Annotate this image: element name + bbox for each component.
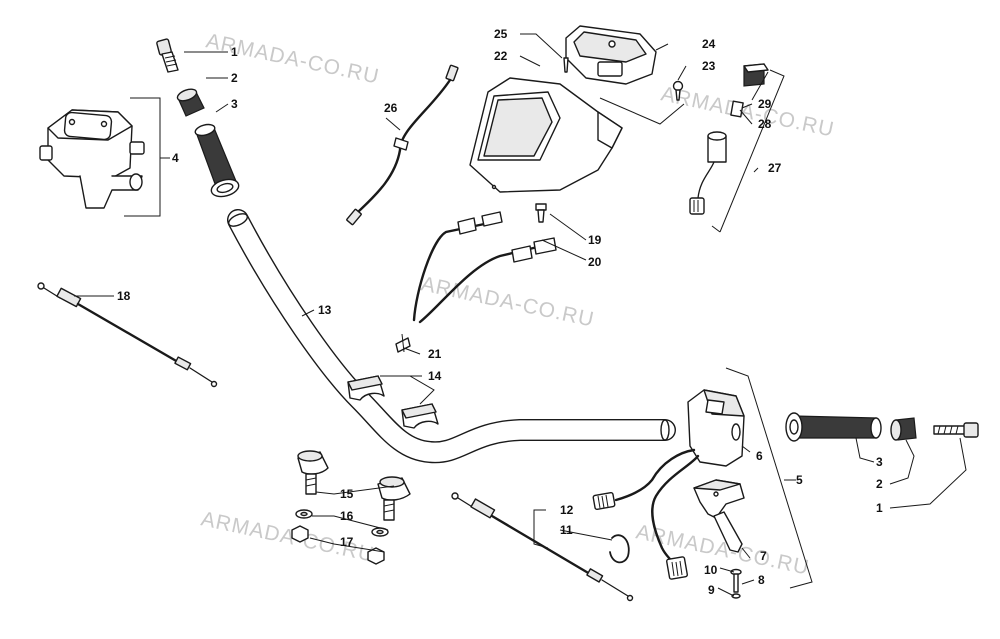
switch-housing (687, 389, 745, 467)
pod-screw (672, 80, 684, 101)
callout-22: 22 (494, 49, 508, 63)
callout-26: 26 (384, 101, 398, 115)
callout-16: 16 (340, 509, 354, 523)
handlebar (227, 209, 676, 464)
callout-19: 19 (588, 233, 602, 247)
lever-screw (730, 568, 742, 599)
bracket-bolt (535, 203, 547, 223)
throttle-cable (37, 282, 218, 388)
callout-7: 7 (760, 549, 767, 563)
callout-2-right: 2 (876, 477, 883, 491)
nut (291, 525, 385, 565)
callout-20: 20 (588, 255, 602, 269)
callout-2-left: 2 (231, 71, 238, 85)
callout-15: 15 (340, 487, 354, 501)
switch-wiring-harness (592, 448, 700, 580)
callout-10: 10 (704, 563, 718, 577)
callout-18: 18 (117, 289, 131, 303)
grip-right (785, 412, 882, 442)
brake-cable (451, 492, 634, 602)
retaining-clip (609, 534, 630, 564)
callout-24: 24 (702, 37, 716, 51)
handlebar-clamp-base (297, 450, 411, 521)
speedometer-gauge (565, 25, 657, 85)
handlebar-clamp-cap (347, 375, 439, 429)
pod-bracket (412, 211, 557, 324)
callout-labels: 1 2 3 4 18 13 26 25 22 24 23 29 28 27 19… (117, 27, 883, 597)
callout-6: 6 (756, 449, 763, 463)
callout-1-right: 1 (876, 501, 883, 515)
callout-28: 28 (758, 117, 772, 131)
bar-end-weight-right (890, 417, 917, 441)
bar-end-weight-left (176, 88, 205, 117)
throttle-housing (39, 109, 145, 209)
lever-bracket (693, 479, 745, 553)
grip-left (194, 123, 240, 198)
bar-end-bolt-right (933, 422, 979, 438)
washer (295, 509, 389, 537)
callout-13: 13 (318, 303, 332, 317)
gauge-screw (563, 57, 569, 73)
callout-14: 14 (428, 369, 442, 383)
callout-12: 12 (560, 503, 574, 517)
callout-8: 8 (758, 573, 765, 587)
bar-end-bolt-left (156, 38, 179, 73)
callout-29: 29 (758, 97, 772, 111)
callout-3-right: 3 (876, 455, 883, 469)
ignition-switch-harness (689, 63, 769, 215)
watermark: ARMADA-CO.RU (419, 272, 596, 331)
callout-9: 9 (708, 583, 715, 597)
callout-27: 27 (768, 161, 782, 175)
callout-21: 21 (428, 347, 442, 361)
callout-4: 4 (172, 151, 179, 165)
leader-lines (74, 33, 967, 597)
instrument-pod (469, 77, 623, 193)
callout-11: 11 (560, 523, 573, 537)
callout-25: 25 (494, 27, 508, 41)
callout-1-left: 1 (231, 45, 238, 59)
callout-23: 23 (702, 59, 716, 73)
callout-17: 17 (340, 535, 354, 549)
speedometer-cable (346, 64, 459, 226)
callout-3-left: 3 (231, 97, 238, 111)
watermark: ARMADA-CO.RU (659, 82, 836, 141)
bracket-screw (395, 333, 411, 353)
callout-5: 5 (796, 473, 803, 487)
